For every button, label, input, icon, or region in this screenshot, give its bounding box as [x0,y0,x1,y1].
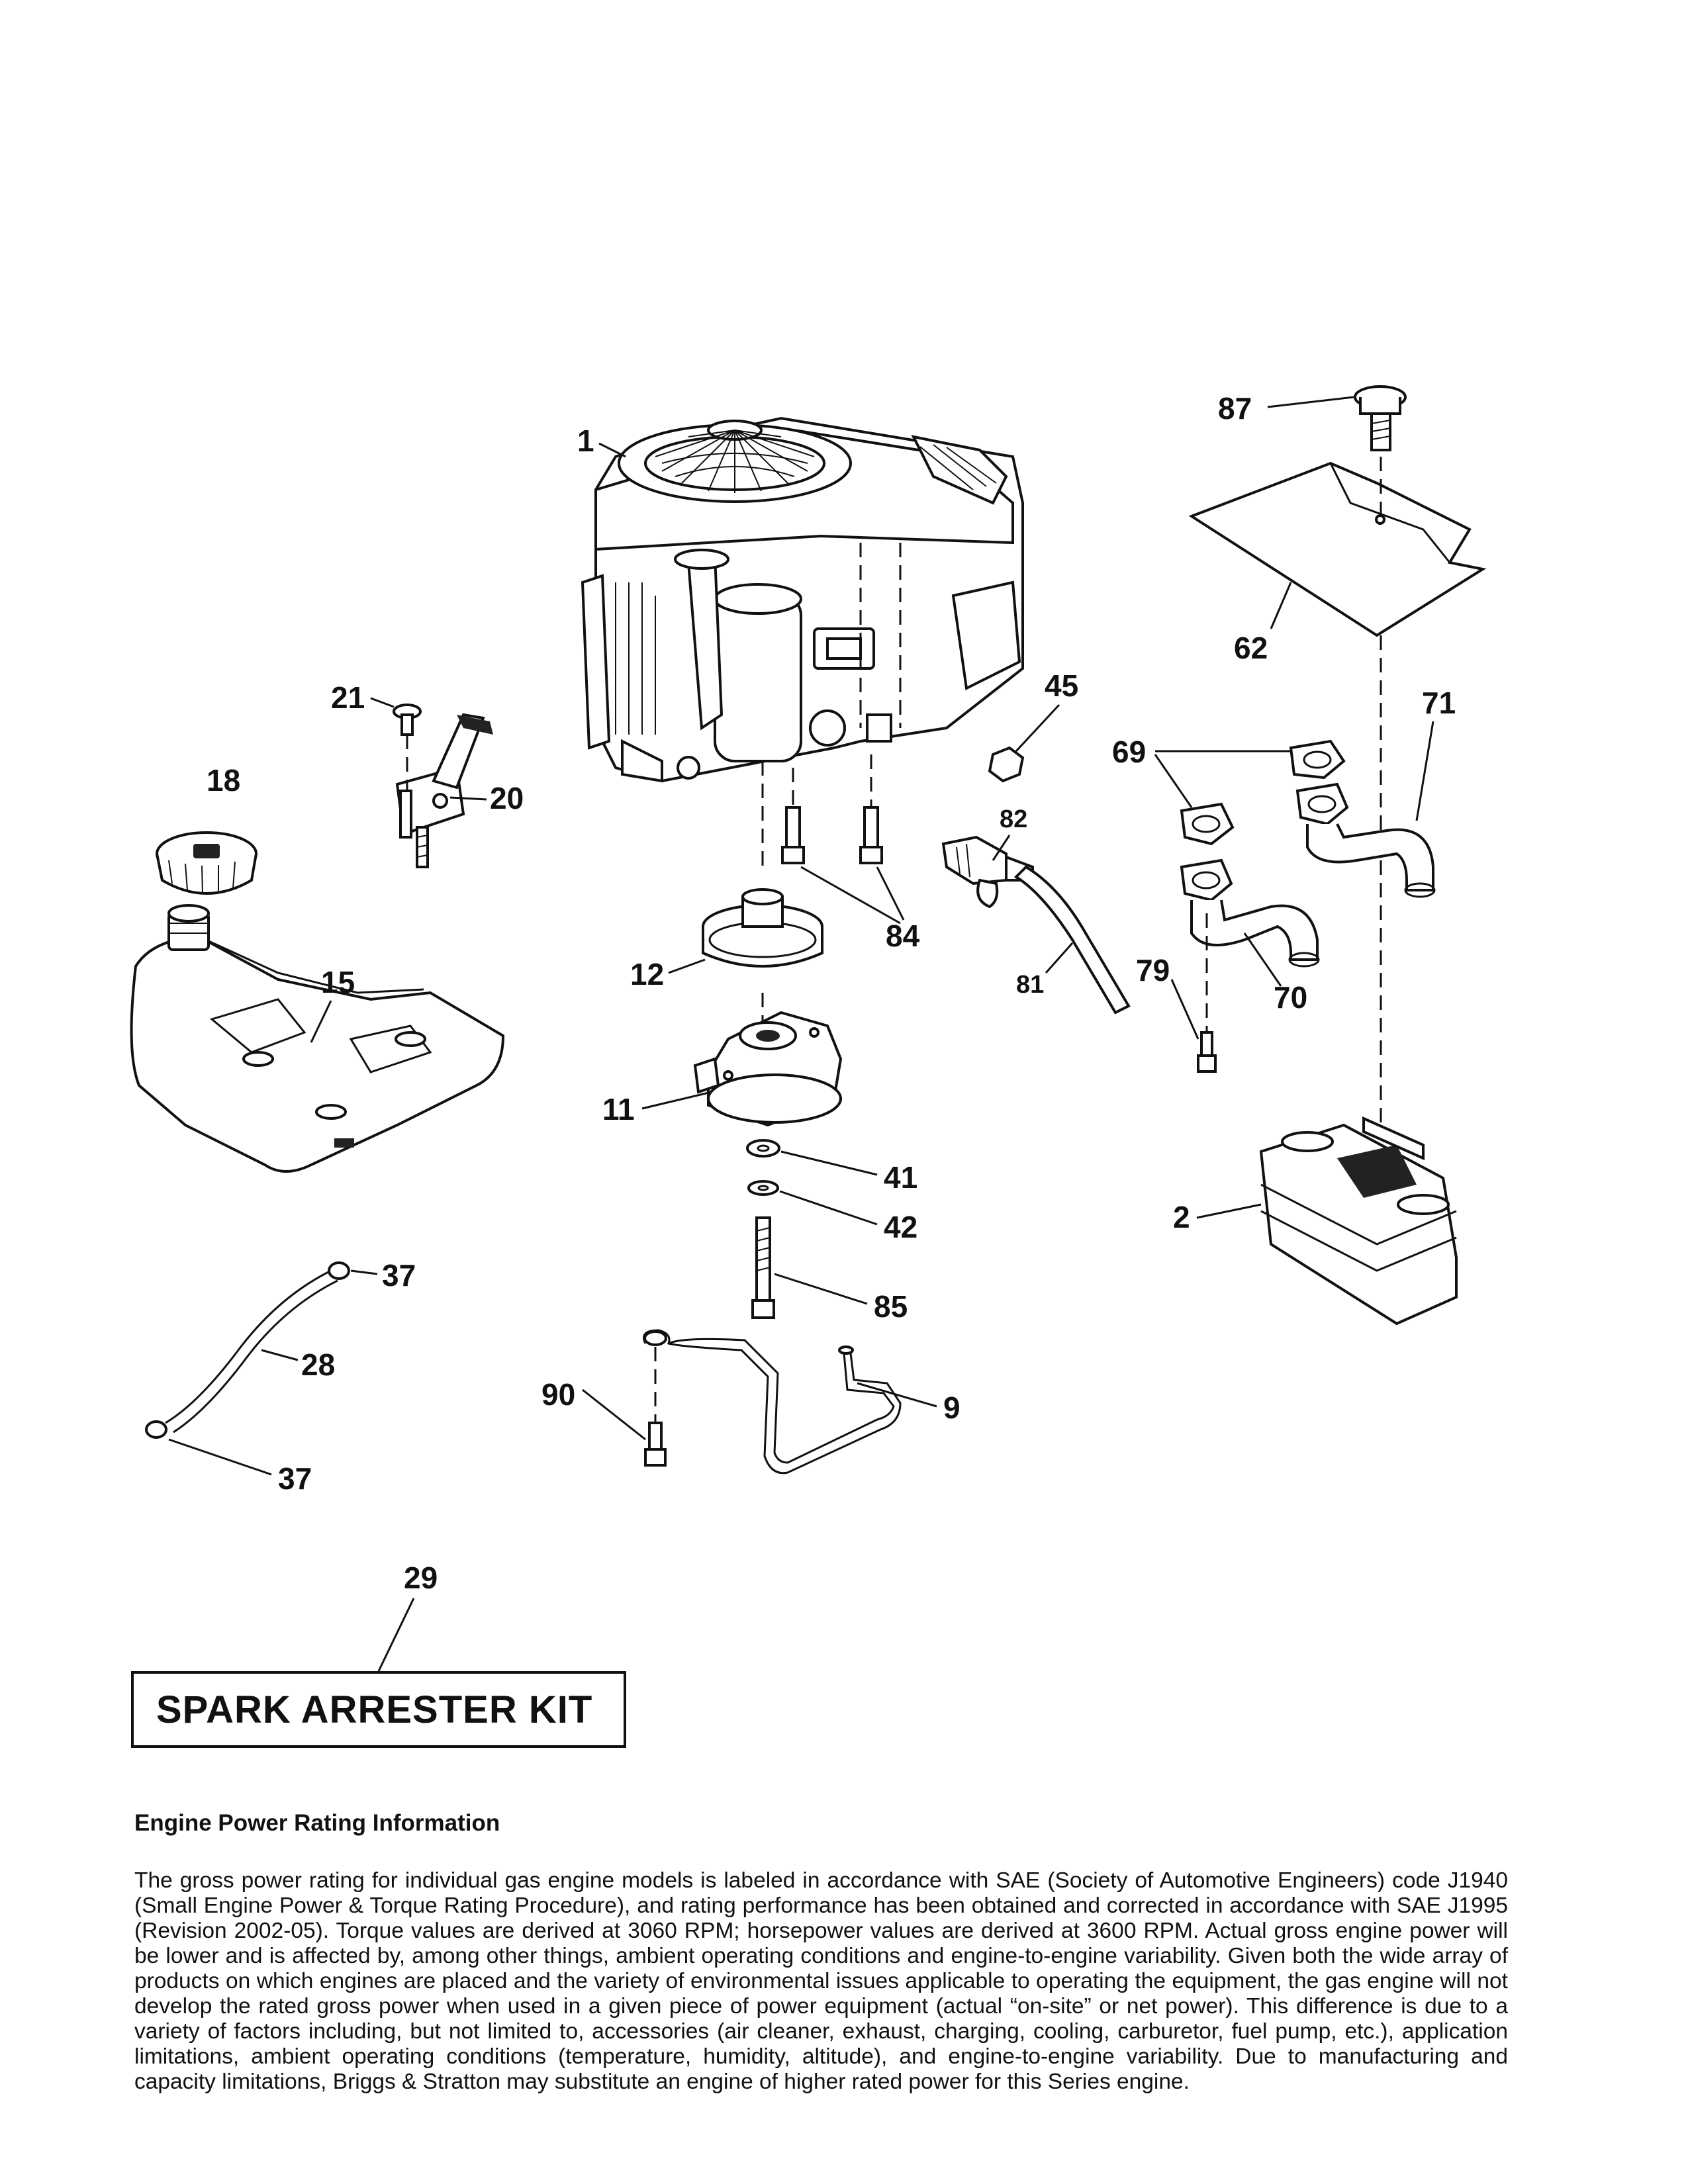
bracket-bolt [644,1422,667,1467]
engine [581,416,1024,783]
screw-21 [393,704,422,736]
callout-90: 90 [541,1377,575,1412]
callout-62: 62 [1234,631,1268,665]
nut-45 [988,746,1025,783]
callout-21: 21 [331,680,365,715]
callout-71: 71 [1422,686,1456,720]
heat-shield [1188,461,1487,637]
pulley [702,888,823,968]
callout-81: 81 [1016,971,1044,999]
callout-37-top: 37 [382,1258,416,1293]
callout-45: 45 [1045,668,1078,703]
callout-18: 18 [207,763,240,797]
callout-37-bottom: 37 [278,1461,312,1496]
exhaust-bolt [1197,1031,1217,1073]
engine-power-rating-body: The gross power rating for individual ga… [134,1868,1508,2094]
callout-42: 42 [884,1210,917,1244]
bracket [643,1329,902,1475]
muffler [1259,1116,1458,1326]
callout-79: 79 [1136,953,1170,987]
callout-84: 84 [886,919,920,953]
exhaust-pipe-right [1295,782,1436,898]
gaskets [1180,739,1346,846]
spark-arrester-kit-label: SPARK ARRESTER KIT [156,1688,593,1731]
callout-29: 29 [404,1561,438,1595]
callout-15: 15 [321,965,355,999]
engine-power-rating-section: Engine Power Rating Information The gros… [134,1810,1508,2095]
spark-arrester-kit-box: SPARK ARRESTER KIT [131,1671,626,1748]
callout-82: 82 [1000,805,1027,833]
engine-power-rating-heading: Engine Power Rating Information [134,1810,500,1836]
fuel-tank [130,904,505,1173]
fuel-cap [156,831,258,895]
throttle-control [395,713,493,868]
callout-87: 87 [1218,391,1252,426]
callout-85: 85 [874,1289,908,1324]
callout-11: 11 [602,1092,635,1126]
fuel-line-28 [145,1261,350,1439]
callout-70: 70 [1274,980,1307,1015]
callout-20: 20 [490,781,524,815]
shield-bolt [1354,385,1407,451]
callout-9: 9 [943,1390,961,1425]
fuel-line-81 [1013,865,1131,1015]
bolts-84 [781,806,883,864]
callout-28: 28 [301,1347,335,1382]
callout-41: 41 [884,1160,917,1195]
clutch-bolt [751,1216,775,1319]
pto-clutch [693,1011,843,1127]
callout-12: 12 [630,957,664,991]
exhaust-pipe-left [1180,858,1320,968]
callout-69: 69 [1112,735,1146,769]
washers [746,1139,780,1196]
callout-2: 2 [1173,1200,1190,1234]
callout-1: 1 [577,424,594,458]
